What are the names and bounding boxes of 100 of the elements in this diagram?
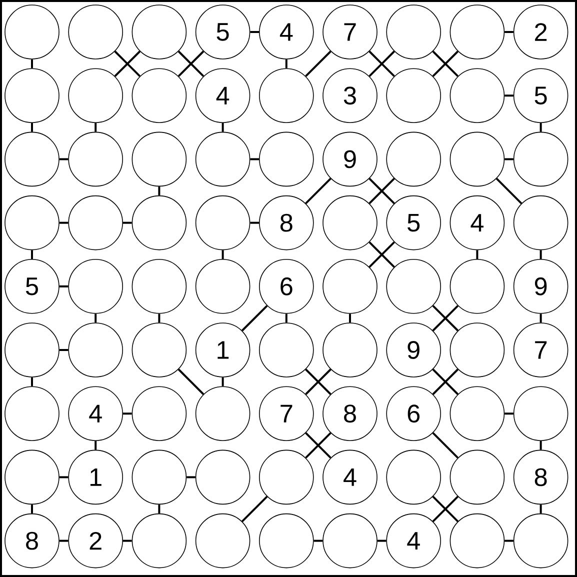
connector-line bbox=[250, 158, 259, 160]
connector-line bbox=[504, 31, 514, 33]
empty-circle bbox=[450, 513, 505, 568]
connector-line bbox=[305, 50, 332, 77]
empty-circle bbox=[132, 132, 187, 187]
empty-circle bbox=[386, 68, 441, 123]
connector-line bbox=[285, 314, 288, 323]
empty-circle bbox=[259, 132, 314, 187]
empty-circle bbox=[386, 4, 441, 60]
connector-line bbox=[540, 123, 542, 132]
connector-line bbox=[496, 178, 522, 204]
connector-line bbox=[241, 496, 268, 522]
empty-circle bbox=[132, 68, 187, 123]
empty-circle bbox=[4, 68, 60, 123]
empty-circle bbox=[4, 195, 60, 250]
connector-line bbox=[305, 432, 332, 459]
empty-circle bbox=[195, 450, 250, 505]
connector-line bbox=[285, 59, 288, 68]
empty-circle bbox=[4, 132, 60, 187]
empty-circle bbox=[195, 513, 250, 568]
connector-line bbox=[158, 504, 160, 514]
empty-circle bbox=[68, 132, 123, 187]
connector-line bbox=[377, 540, 386, 542]
connector-line bbox=[476, 250, 478, 259]
empty-circle bbox=[513, 513, 568, 568]
connector-line bbox=[241, 305, 268, 332]
empty-circle bbox=[68, 68, 123, 123]
empty-circle bbox=[68, 4, 123, 60]
empty-circle bbox=[322, 513, 378, 568]
connector-line bbox=[349, 314, 351, 323]
connector-line bbox=[31, 123, 33, 132]
connector-line bbox=[432, 305, 459, 332]
connector-line bbox=[59, 285, 68, 288]
connector-line bbox=[222, 377, 224, 386]
empty-circle bbox=[195, 132, 250, 187]
empty-circle bbox=[195, 386, 250, 441]
empty-circle bbox=[450, 4, 505, 60]
empty-circle bbox=[322, 322, 378, 378]
empty-circle bbox=[68, 259, 123, 314]
connector-line bbox=[222, 250, 224, 259]
connector-line bbox=[94, 314, 97, 323]
connector-line bbox=[432, 432, 459, 459]
empty-circle bbox=[259, 322, 314, 378]
connector-line bbox=[158, 186, 160, 196]
empty-circle bbox=[259, 513, 314, 568]
empty-circle bbox=[322, 195, 378, 250]
connector-line bbox=[368, 50, 395, 77]
connector-line bbox=[432, 496, 459, 522]
connector-line bbox=[305, 178, 332, 204]
empty-circle bbox=[386, 450, 441, 505]
empty-circle bbox=[4, 386, 60, 441]
connector-line bbox=[31, 377, 33, 386]
connector-line bbox=[31, 59, 33, 68]
empty-circle bbox=[132, 450, 187, 505]
connector-line bbox=[305, 368, 332, 395]
empty-circle bbox=[68, 322, 123, 378]
connector-line bbox=[250, 31, 259, 33]
connector-line bbox=[540, 314, 542, 323]
connector-line bbox=[94, 441, 97, 450]
empty-circle bbox=[259, 68, 314, 123]
connector-line bbox=[222, 123, 224, 132]
empty-circle bbox=[4, 450, 60, 505]
empty-circle bbox=[513, 195, 568, 250]
empty-circle bbox=[513, 132, 568, 187]
empty-circle bbox=[450, 259, 505, 314]
empty-circle bbox=[132, 322, 187, 378]
connector-line bbox=[540, 441, 542, 450]
empty-circle bbox=[513, 386, 568, 441]
connector-line bbox=[368, 241, 395, 268]
connector-line bbox=[314, 540, 323, 542]
empty-circle bbox=[450, 68, 505, 123]
empty-circle bbox=[68, 195, 123, 250]
empty-circle bbox=[4, 322, 60, 378]
empty-circle bbox=[132, 195, 187, 250]
connector-line bbox=[123, 540, 132, 542]
connector-line bbox=[114, 50, 141, 77]
connector-line bbox=[186, 476, 196, 478]
connector-line bbox=[59, 158, 68, 160]
connector-line bbox=[123, 412, 132, 415]
empty-circle bbox=[450, 132, 505, 187]
empty-circle bbox=[322, 259, 378, 314]
empty-circle bbox=[132, 513, 187, 568]
empty-circle bbox=[450, 386, 505, 441]
connector-line bbox=[178, 50, 204, 77]
connector-line bbox=[123, 222, 132, 224]
connector-line bbox=[94, 123, 97, 132]
connector-line bbox=[158, 314, 160, 323]
connector-line bbox=[31, 250, 33, 259]
connector-line bbox=[504, 158, 514, 160]
empty-circle bbox=[195, 259, 250, 314]
connector-line bbox=[432, 50, 459, 77]
empty-circle bbox=[386, 259, 441, 314]
empty-circle bbox=[195, 195, 250, 250]
empty-circle bbox=[450, 322, 505, 378]
connector-line bbox=[504, 94, 514, 97]
empty-circle bbox=[4, 4, 60, 60]
connector-line bbox=[250, 222, 259, 224]
empty-circle bbox=[132, 4, 187, 60]
connector-line bbox=[504, 412, 514, 415]
connector-line bbox=[540, 504, 542, 514]
